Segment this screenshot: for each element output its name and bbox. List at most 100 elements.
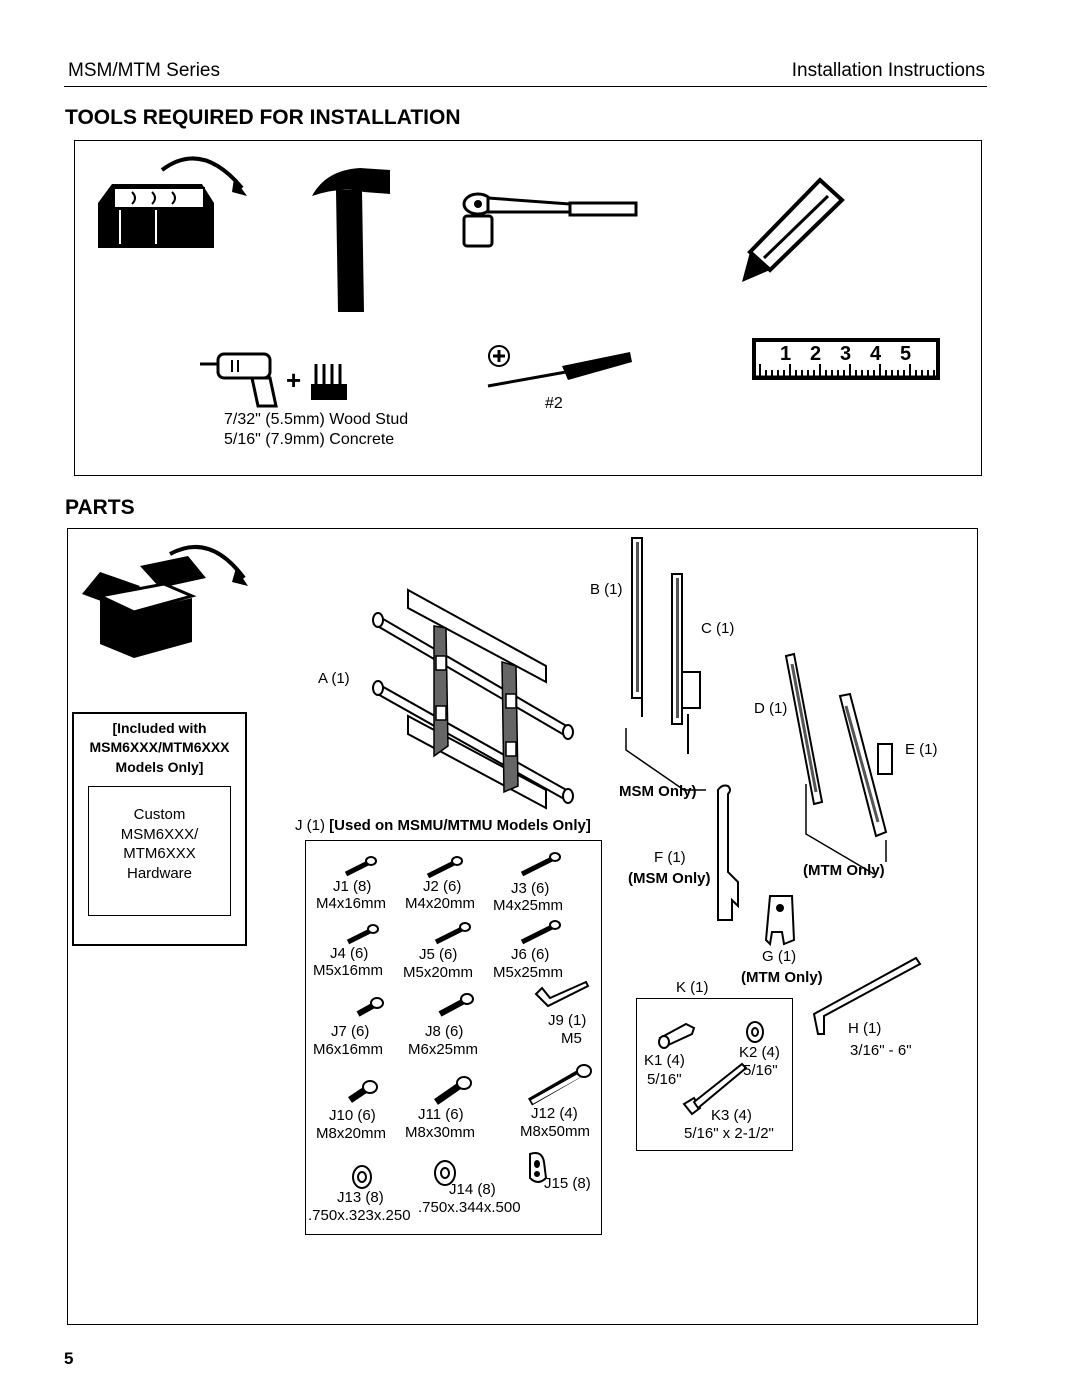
hook-f-illustration <box>717 784 739 921</box>
k2-id: K2 (4) <box>739 1044 780 1061</box>
j7-id: J7 (6) <box>331 1023 370 1040</box>
drill-icon <box>200 352 278 408</box>
part-k-label: K (1) <box>676 979 709 996</box>
tools-panel <box>74 140 982 476</box>
j6-size: M5x25mm <box>493 964 564 981</box>
part-h-size: 3/16" - 6" <box>850 1042 912 1059</box>
k2-size: 5/16" <box>743 1062 778 1079</box>
j13-size: .750x.323x.250 <box>308 1207 411 1224</box>
parts-section-title: PARTS <box>65 496 135 519</box>
k-hardware-box <box>636 998 793 1151</box>
screw-j4-icon <box>346 924 379 945</box>
j-prefix: J (1) <box>295 817 325 834</box>
spacer-j13-icon <box>352 1165 372 1189</box>
k3-id: K3 (4) <box>711 1107 752 1124</box>
k1-id: K1 (4) <box>644 1052 685 1069</box>
j3-id: J3 (6) <box>511 880 550 897</box>
svg-text:5: 5 <box>900 343 911 365</box>
header-rule <box>64 86 987 87</box>
wall-plate-a-illustration <box>372 588 574 810</box>
msm-only-note-1: MSM Only) <box>619 783 697 800</box>
j5-id: J5 (6) <box>419 946 458 963</box>
plus-sign: + <box>286 365 302 395</box>
mtm-only-note-1: (MTM Only) <box>803 862 885 879</box>
custom-line3: MTM6XXX <box>123 845 196 862</box>
j-hardware-box <box>305 840 602 1235</box>
anchor-k1-icon <box>658 1022 696 1049</box>
svg-text:1: 1 <box>780 343 791 365</box>
screw-j5-icon <box>434 922 471 945</box>
part-a-label: A (1) <box>318 670 350 687</box>
j2-id: J2 (6) <box>423 878 462 895</box>
drill-bits-icon <box>311 364 347 400</box>
included-line1: [Included with <box>112 720 207 736</box>
custom-hardware-box <box>88 786 231 916</box>
part-d-label: D (1) <box>754 700 788 717</box>
washer-j15-icon <box>529 1152 548 1183</box>
pencil-icon <box>742 177 845 282</box>
included-hardware-box <box>72 712 247 946</box>
custom-line4: Hardware <box>126 865 193 882</box>
custom-line1: Custom <box>133 806 186 823</box>
socket-wrench-icon <box>462 192 638 248</box>
hammer-icon <box>312 168 390 312</box>
j14-size: .750x.344x.500 <box>418 1199 521 1216</box>
parts-panel <box>67 528 978 1325</box>
bolt-j10-icon <box>348 1080 378 1103</box>
toolbox-icon <box>98 156 247 248</box>
mtm-brackets-illustration <box>784 652 893 875</box>
part-b-label: B (1) <box>590 581 623 598</box>
j3-size: M4x25mm <box>493 897 564 914</box>
j6-id: J6 (6) <box>511 946 550 963</box>
series-title: MSM/MTM Series <box>68 60 220 81</box>
j9-id: J9 (1) <box>548 1012 587 1029</box>
allen-wrench-h-illustration <box>812 956 922 1035</box>
j12-id: J12 (4) <box>531 1105 578 1122</box>
included-line3: Models Only] <box>115 759 204 775</box>
j15-id: J15 (8) <box>544 1175 591 1192</box>
tools-section-title: TOOLS REQUIRED FOR INSTALLATION <box>65 106 461 129</box>
bracket-g-illustration <box>764 895 796 947</box>
document-type: Installation Instructions <box>791 60 985 81</box>
j5-size: M5x20mm <box>403 964 474 981</box>
svg-text:2: 2 <box>810 343 821 365</box>
bolt-j11-icon <box>434 1076 472 1105</box>
screw-j1-icon <box>344 856 377 877</box>
j10-id: J10 (6) <box>329 1107 376 1124</box>
screwdriver-icon <box>487 345 632 388</box>
screw-j2-icon <box>426 856 463 879</box>
j2-size: M4x20mm <box>405 895 476 912</box>
drill-spec-wood: 7/32" (5.5mm) Wood Stud <box>224 411 409 428</box>
washer-k2-icon <box>746 1021 764 1043</box>
drill-spec-concrete: 5/16" (7.9mm) Concrete <box>224 431 395 448</box>
j-note: [Used on MSMU/MTMU Models Only] <box>329 817 591 834</box>
k3-size: 5/16" x 2-1/2" <box>684 1125 774 1142</box>
msm-brackets-illustration <box>625 537 706 791</box>
j4-size: M5x16mm <box>313 962 384 979</box>
part-f-label: F (1) <box>654 849 686 866</box>
part-g-label: G (1) <box>762 948 797 965</box>
bolt-j12-icon <box>528 1064 592 1106</box>
custom-line2: MSM6XXX/ <box>120 826 199 843</box>
svg-text:4: 4 <box>870 343 882 365</box>
part-e-label: E (1) <box>905 741 938 758</box>
j14-id: J14 (8) <box>449 1181 496 1198</box>
screwdriver-size: #2 <box>545 395 563 412</box>
msm-only-note-2: (MSM Only) <box>628 870 711 887</box>
hex-key-j9-icon <box>534 980 590 1008</box>
j9-size: M5 <box>561 1030 582 1047</box>
j11-size: M8x30mm <box>405 1124 476 1141</box>
page-number: 5 <box>64 1349 74 1368</box>
j8-size: M6x25mm <box>408 1041 479 1058</box>
j4-id: J4 (6) <box>330 945 369 962</box>
included-line2: MSM6XXX/MTM6XXX <box>89 739 230 755</box>
j-heading: J (1) [Used on MSMU/MTMU Models Only] <box>295 817 591 836</box>
j8-id: J8 (6) <box>425 1023 464 1040</box>
box-icon <box>82 544 248 658</box>
screw-j3-icon <box>520 852 561 877</box>
screw-j6-icon <box>520 920 561 945</box>
j1-size: M4x16mm <box>316 895 387 912</box>
j1-id: J1 (8) <box>333 878 372 895</box>
svg-text:3: 3 <box>840 343 851 365</box>
